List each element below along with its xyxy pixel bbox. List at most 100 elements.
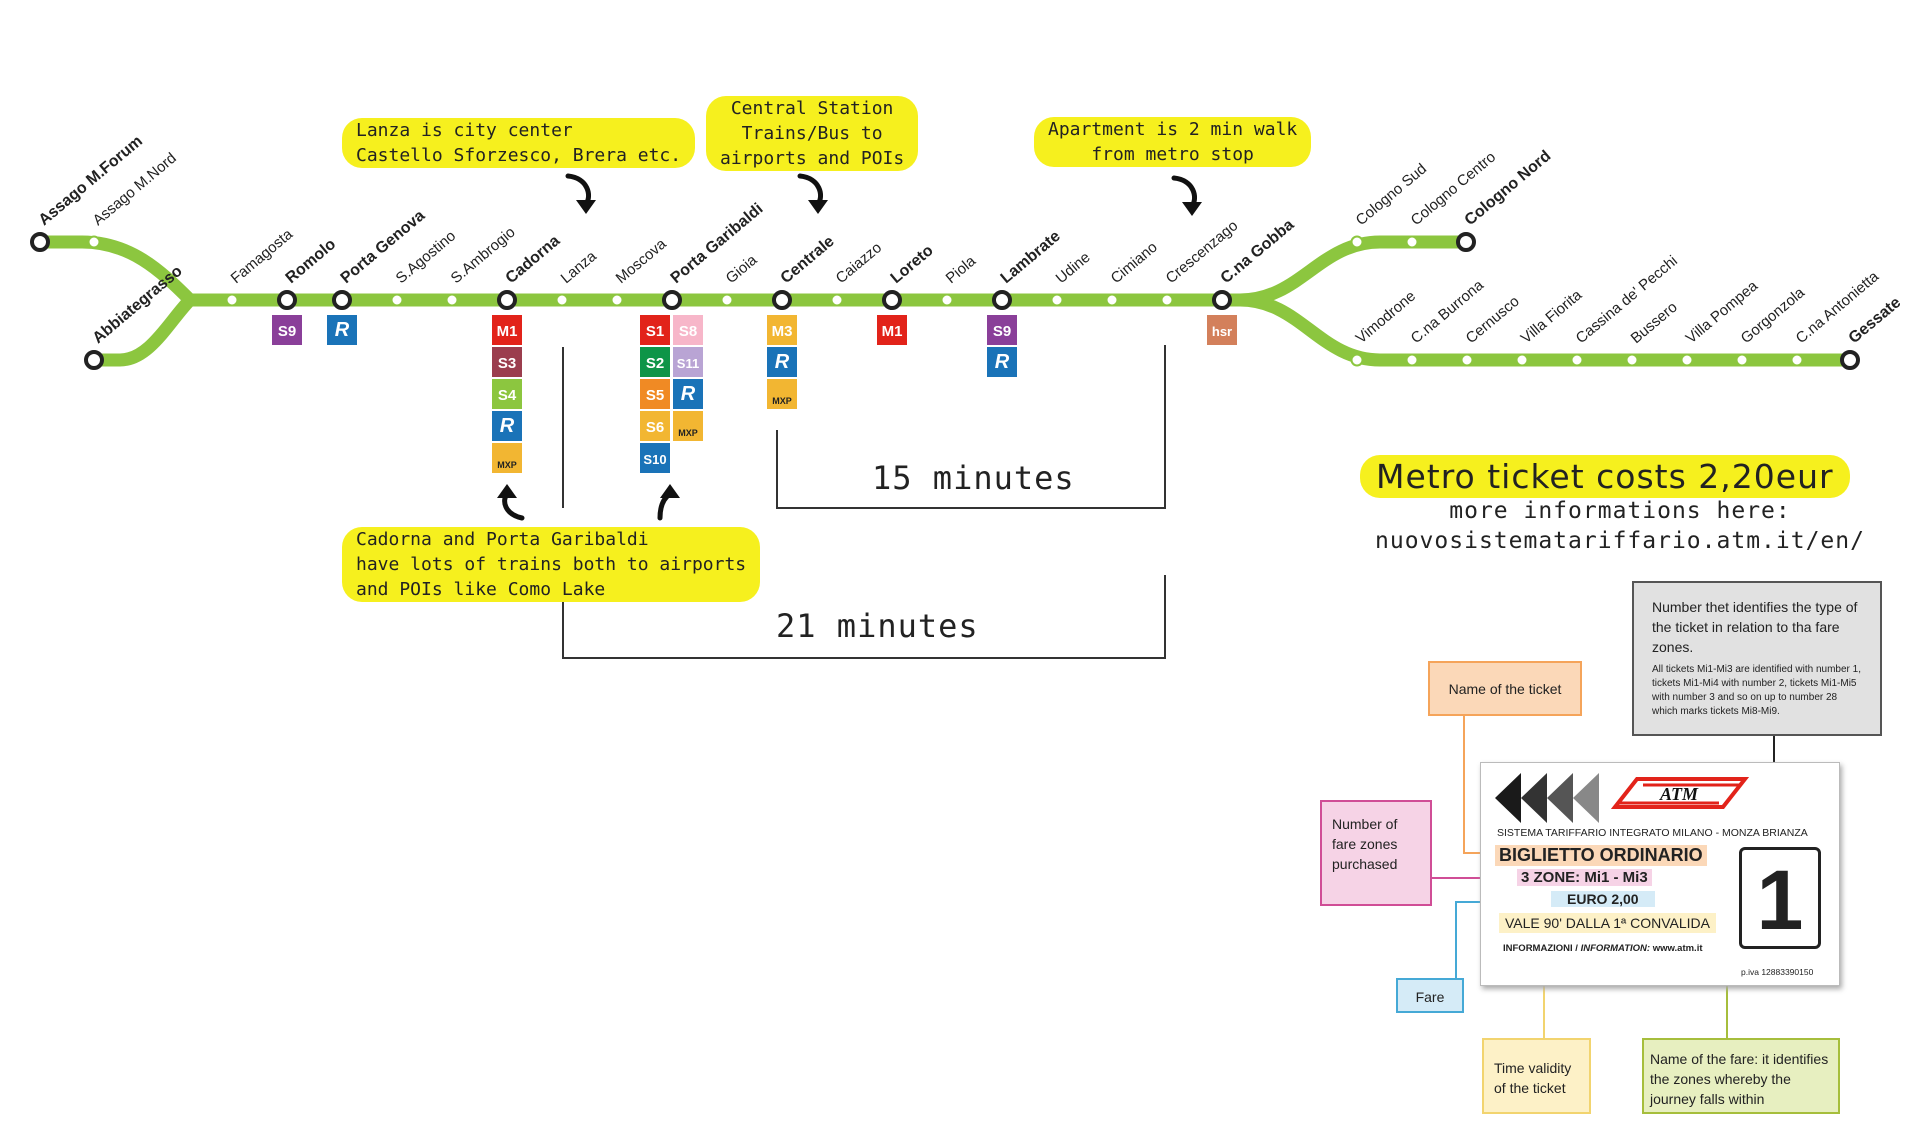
regional-train-icon: R (335, 319, 350, 341)
line-badge-label: S4 (498, 387, 517, 404)
regional-train-icon: R (775, 351, 790, 373)
station-stop-marker (1160, 293, 1174, 307)
line-badge-label: S10 (643, 452, 666, 467)
line-badge (767, 379, 797, 409)
station-interchange-marker (772, 290, 792, 310)
ticket-number-box: 1 (1739, 847, 1821, 949)
down-arrow-icon-head (576, 200, 596, 214)
station-stop-marker (940, 293, 954, 307)
ticket-vat: p.iva 12883390150 (1741, 967, 1814, 977)
line-badge (327, 315, 357, 345)
line-badge-label: S2 (646, 355, 664, 372)
more-info-text: more informations here: (1449, 498, 1791, 524)
line-badge (640, 443, 670, 473)
station-interchange-marker (1840, 350, 1860, 370)
fare-name-annotation: Name of the fare: it identifies the zone… (1642, 1038, 1840, 1114)
line-badge (272, 315, 302, 345)
station-stop-marker (1680, 353, 1694, 367)
station-interchange-marker (30, 232, 50, 252)
ticket-info-line: INFORMAZIONI / INFORMATION: www.atm.it (1503, 943, 1703, 954)
callout-line: Castello Sforzesco, Brera etc. (356, 145, 682, 166)
line-badge (640, 411, 670, 441)
atm-ticket: ATM SISTEMA TARIFFARIO INTEGRATO MILANO … (1480, 762, 1840, 986)
station-label: Loreto (888, 242, 937, 287)
malpensa-airport-icon: MXP (678, 428, 698, 438)
malpensa-airport-icon: MXP (772, 396, 792, 406)
station-interchange-marker (882, 290, 902, 310)
annotation-title: Number thet identifies the type of the t… (1652, 599, 1858, 655)
station-interchange-marker (1456, 232, 1476, 252)
line-badge (492, 411, 522, 441)
duration-15-label: 15 minutes (872, 459, 1075, 497)
station-stop-marker (1460, 353, 1474, 367)
line-badge (987, 315, 1017, 345)
down-arrow-icon (1171, 175, 1198, 209)
duration-21-label: 21 minutes (776, 607, 979, 645)
regional-train-icon: R (995, 351, 1010, 373)
line-badge (492, 347, 522, 377)
regional-train-icon: R (681, 383, 696, 405)
station-stop-marker (610, 293, 624, 307)
cadorna-garibaldi-callout: Cadorna and Porta Garibaldi have lots of… (342, 527, 761, 602)
station-interchange-marker (497, 290, 517, 310)
line-badge (640, 379, 670, 409)
station-stop-marker (1350, 353, 1364, 367)
ticket-validity: VALE 90' DALLA 1ª CONVALIDA (1499, 913, 1716, 933)
track-segment (1233, 235, 1473, 307)
station-interchange-marker (662, 290, 682, 310)
ticket-name: BIGLIETTO ORDINARIO (1495, 845, 1707, 866)
station-stop-marker (1350, 235, 1364, 249)
callout-line: Trains/Bus to (741, 123, 883, 144)
line-badge (767, 347, 797, 377)
ticket-number: 1 (1756, 853, 1804, 947)
info-url-link[interactable]: nuovosistematariffario.atm.it/en/ (1375, 528, 1865, 554)
station-label: Vimodrone (1353, 288, 1419, 347)
station-stop-marker (87, 235, 101, 249)
apartment-callout: Apartment is 2 min walk from metro stop (1034, 117, 1312, 167)
line-badge-label: S3 (498, 355, 516, 372)
line-badge (492, 315, 522, 345)
ticket-zones: 3 ZONE: Mi1 - Mi3 (1517, 869, 1652, 886)
station-label: Udine (1053, 249, 1094, 287)
station-stop-marker (830, 293, 844, 307)
callout-line: have lots of trains both to airports (356, 554, 747, 575)
station-label: Lanza (558, 247, 601, 287)
callout-line: Cadorna and Porta Garibaldi (356, 529, 649, 550)
station-stop-marker (225, 293, 239, 307)
down-arrow-icon (797, 173, 824, 207)
annotation-text: Fare (1415, 989, 1445, 1005)
central-station-callout: Central Station Trains/Bus to airports a… (706, 96, 919, 171)
callout-line: and POIs like Como Lake (356, 579, 606, 600)
line-badge (767, 315, 797, 345)
line-badge (877, 315, 907, 345)
annotation-detail: All tickets Mi1-Mi3 are identified with … (1652, 664, 1861, 717)
line-badge (673, 379, 703, 409)
station-label: Cimiano (1108, 239, 1161, 287)
ticket-system-text: SISTEMA TARIFFARIO INTEGRATO MILANO - MO… (1497, 827, 1808, 839)
station-label: Bussero (1628, 299, 1681, 347)
station-stop-marker (555, 293, 569, 307)
annotation-text: Time validity of the ticket (1494, 1060, 1572, 1096)
annotation-text: Name of the fare: it identifies the zone… (1650, 1051, 1829, 1107)
line-badge (492, 379, 522, 409)
line-badge-label: M1 (882, 323, 903, 340)
down-arrow-icon (565, 173, 592, 207)
station-stop-marker (1405, 353, 1419, 367)
lanza-callout: Lanza is city center Castello Sforzesco,… (342, 118, 696, 168)
line-badge-label: S9 (993, 323, 1011, 340)
ticket-cost-headline: Metro ticket costs 2,20eur (1360, 455, 1850, 498)
annotation-text: Name of the ticket (1448, 681, 1562, 697)
station-stop-marker (1625, 353, 1639, 367)
line-badge (673, 347, 703, 377)
station-label: Piola (943, 252, 980, 287)
track-segment (87, 293, 197, 367)
bracket-15-minutes (776, 345, 1166, 509)
bracket-21-minutes (562, 575, 1166, 659)
callout-line: from metro stop (1091, 144, 1254, 165)
name-of-ticket-annotation: Name of the ticket (1428, 661, 1582, 716)
line-badge (640, 347, 670, 377)
station-label: Centrale (778, 233, 838, 287)
station-interchange-marker (1212, 290, 1232, 310)
station-stop-marker (1105, 293, 1119, 307)
line-badge (640, 315, 670, 345)
